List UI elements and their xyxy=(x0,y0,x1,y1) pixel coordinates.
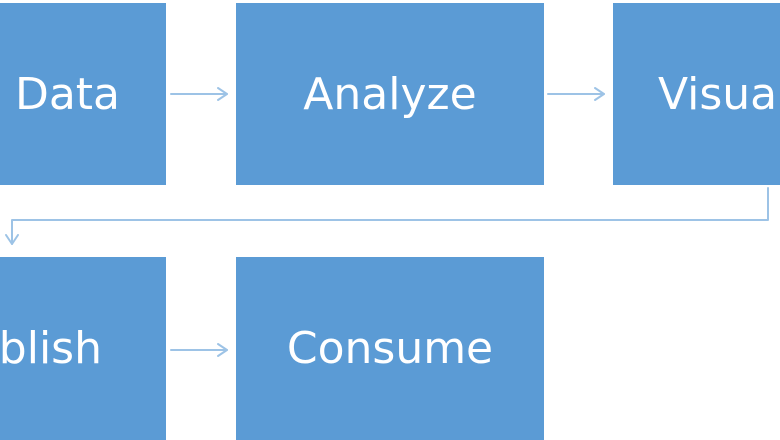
step-consume: Consume xyxy=(236,257,544,440)
step-analyze-label: Analyze xyxy=(303,68,477,120)
arrow-visualize-to-publish xyxy=(5,187,769,245)
step-data-label: Data xyxy=(14,68,120,120)
arrow-publish-to-consume xyxy=(170,343,228,357)
step-visualize-label: Visualize xyxy=(658,68,780,120)
step-analyze: Analyze xyxy=(236,3,544,185)
arrow-analyze-to-visualize xyxy=(547,87,605,101)
step-data: Data xyxy=(0,3,166,185)
step-visualize: Visualize xyxy=(613,3,780,185)
step-consume-label: Consume xyxy=(286,323,494,374)
arrow-data-to-analyze xyxy=(170,87,228,101)
step-publish: Publish xyxy=(0,257,166,440)
step-publish-label: Publish xyxy=(0,323,102,374)
